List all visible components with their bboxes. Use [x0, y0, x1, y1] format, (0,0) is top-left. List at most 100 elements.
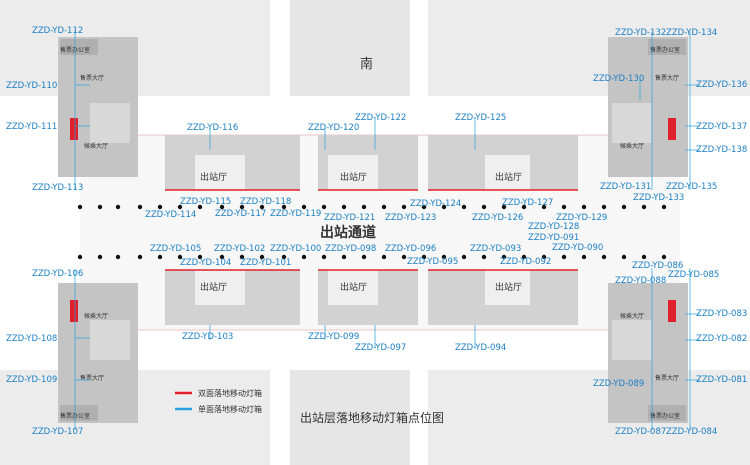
hall-north-center	[318, 135, 418, 191]
aisle-dot	[581, 204, 587, 210]
aisle-dot	[77, 254, 83, 260]
point-label: ZZD-YD-138	[696, 145, 747, 155]
block-s	[290, 370, 410, 465]
point-label: ZZD-YD-129	[556, 213, 607, 223]
aisle-dot	[219, 254, 225, 260]
aisle-dot	[137, 204, 143, 210]
point-label: ZZD-YD-120	[308, 123, 359, 133]
aisle-dot	[259, 204, 265, 210]
point-label: ZZD-YD-108	[6, 334, 57, 344]
center-label: 出站通道	[320, 224, 376, 241]
point-label: ZZD-YD-084	[666, 427, 717, 437]
point-label: ZZD-YD-083	[696, 309, 747, 319]
legend-label-single: 单面落地移动灯箱	[198, 404, 262, 414]
aisle-dot	[219, 204, 225, 210]
aisle-dot	[421, 204, 427, 210]
aisle-dot	[581, 254, 587, 260]
aisle-dot	[115, 254, 121, 260]
aisle-dot	[239, 204, 245, 210]
aisle-dot	[621, 254, 627, 260]
aisle-dot	[361, 254, 367, 260]
waiting-hall-label-se: 候乘大厅	[620, 312, 644, 320]
point-label: ZZD-YD-092	[500, 257, 551, 267]
point-label: ZZD-YD-101	[240, 258, 291, 268]
aisle-dot	[481, 204, 487, 210]
aisle-dot	[157, 254, 163, 260]
aisle-dot	[561, 204, 567, 210]
building-ne	[608, 37, 688, 177]
building-sw	[58, 283, 138, 423]
point-label: ZZD-YD-130	[593, 74, 644, 84]
block-se	[428, 370, 750, 465]
aisle-dot	[661, 254, 667, 260]
aisle-dot	[137, 254, 143, 260]
aisle-dot	[481, 254, 487, 260]
hall-label-nc: 出站厅	[340, 171, 367, 183]
point-label: ZZD-YD-086	[632, 261, 683, 271]
point-label: ZZD-YD-095	[407, 257, 458, 267]
aisle-dot	[541, 254, 547, 260]
aisle-dot	[661, 204, 667, 210]
ticket-hall-label-ne: 售票大厅	[655, 74, 679, 82]
diagram-title: 出站层落地移动灯箱点位图	[300, 410, 444, 425]
hall-label-sw: 出站厅	[200, 281, 227, 293]
aisle-dot	[381, 254, 387, 260]
point-label: ZZD-YD-123	[385, 213, 436, 223]
aisle-dot	[501, 204, 507, 210]
aisle-dot	[259, 254, 265, 260]
aisle-dot	[239, 254, 245, 260]
point-label: ZZD-YD-125	[455, 113, 506, 123]
hall-south-center	[318, 269, 418, 325]
aisle-dot	[621, 204, 627, 210]
point-label: ZZD-YD-091	[528, 233, 579, 243]
aisle-dot	[521, 204, 527, 210]
point-label: ZZD-YD-103	[182, 332, 233, 342]
point-label: ZZD-YD-111	[6, 122, 57, 132]
point-label: ZZD-YD-089	[593, 379, 644, 389]
point-label: ZZD-YD-113	[32, 183, 83, 193]
point-label: ZZD-YD-094	[455, 343, 506, 353]
aisle-dot	[641, 254, 647, 260]
aisle-dot	[441, 254, 447, 260]
point-label: ZZD-YD-118	[240, 197, 291, 207]
aisle-dot	[97, 204, 103, 210]
aisle-dot	[281, 204, 287, 210]
building-nw	[58, 37, 138, 177]
aisle-dot	[281, 254, 287, 260]
aisle-dot	[601, 254, 607, 260]
point-label: ZZD-YD-104	[180, 258, 231, 268]
aisle-dot	[641, 204, 647, 210]
ticket-hall-label-nw: 售票大厅	[80, 74, 104, 82]
waiting-hall-label-sw: 候乘大厅	[84, 312, 108, 320]
hall-label-sc: 出站厅	[340, 281, 367, 293]
aisle-dot	[341, 254, 347, 260]
aisle-dot	[321, 204, 327, 210]
aisle-dot	[361, 204, 367, 210]
point-label: ZZD-YD-097	[355, 343, 406, 353]
point-label: ZZD-YD-082	[696, 334, 747, 344]
aisle-dot	[197, 254, 203, 260]
hall-label-nw: 出站厅	[200, 171, 227, 183]
aisle-dot	[561, 254, 567, 260]
point-label: ZZD-YD-107	[32, 427, 83, 437]
direction-label: 南	[360, 56, 373, 72]
aisle-dot	[541, 204, 547, 210]
point-label: ZZD-YD-116	[187, 123, 238, 133]
point-label: ZZD-YD-133	[633, 193, 684, 203]
aisle-dot	[401, 254, 407, 260]
aisle-dot	[157, 204, 163, 210]
aisle-dot	[441, 204, 447, 210]
point-label: ZZD-YD-128	[528, 222, 579, 232]
aisle-dots	[77, 204, 667, 260]
point-labels: ZZD-YD-112 ZZD-YD-110 ZZD-YD-111 ZZD-YD-…	[6, 26, 747, 437]
point-label: ZZD-YD-124	[410, 199, 461, 209]
hall-label-se: 出站厅	[495, 281, 522, 293]
aisle-dot	[341, 204, 347, 210]
aisle-dot	[421, 254, 427, 260]
point-label: ZZD-YD-081	[696, 375, 747, 385]
block-ne	[428, 0, 750, 96]
point-label: ZZD-YD-136	[696, 80, 747, 90]
aisle-dot	[177, 254, 183, 260]
point-label: ZZD-YD-093	[470, 244, 521, 254]
ticket-hall-label-se: 售票大厅	[655, 374, 679, 382]
